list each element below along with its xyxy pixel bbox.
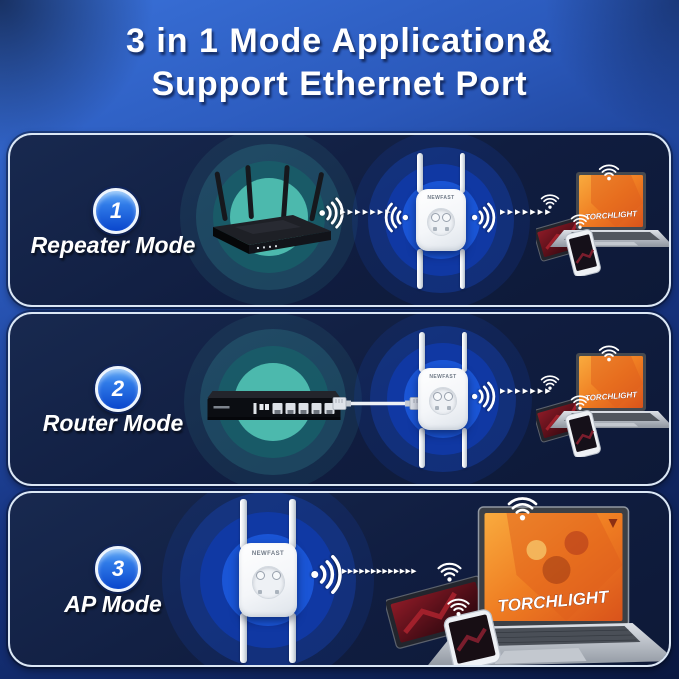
wifi-signal-right-icon <box>309 555 342 594</box>
step-badge-3: 3 <box>95 546 141 592</box>
mode-label-ap: AP Mode <box>64 591 162 617</box>
extender-led-panel-icon <box>429 387 457 415</box>
extender-antenna-icon <box>240 613 247 663</box>
extender-brand-label: NEWFAST <box>427 195 455 201</box>
extender-antenna-icon <box>461 332 467 372</box>
mode-label-repeater: Repeater Mode <box>30 232 196 258</box>
extender-antenna-icon <box>240 499 247 549</box>
mode-label-router: Router Mode <box>42 410 184 436</box>
extender-antenna-icon <box>461 428 467 468</box>
panel-ap-mode: 3 AP Mode NEWFAST ▸▸▸▸▸▸▸▸▸▸▸▸▸ <box>8 491 671 667</box>
flow-arrow-icon: ▸▸▸▸▸▸▸ <box>500 384 553 397</box>
extender-antenna-icon <box>419 428 425 468</box>
extender-antenna-icon <box>417 249 423 289</box>
page-title: 3 in 1 Mode Application& Support Etherne… <box>0 20 679 106</box>
panel-repeater-mode: 1 Repeater Mode ▸▸▸▸▸▸▸ <box>8 133 671 307</box>
flow-arrow-icon: ▸▸▸▸▸▸▸ <box>500 205 553 218</box>
laptop-screen-title: TORCHLIGHT <box>585 209 639 222</box>
extender-antenna-icon <box>289 499 296 549</box>
ethernet-cable <box>332 397 424 410</box>
wifi-signal-right-icon <box>470 202 496 233</box>
client-devices-group: TORCHLIGHT <box>536 345 669 457</box>
wifi-extender: NEWFAST <box>416 153 466 289</box>
phone-device <box>565 229 601 276</box>
step-badge-1: 1 <box>93 188 139 234</box>
extender-body: NEWFAST <box>239 543 297 617</box>
wifi-signal-right-icon <box>470 381 496 412</box>
wifi-extender: NEWFAST <box>239 499 297 663</box>
extender-antenna-icon <box>459 153 465 193</box>
flow-arrow-icon: ▸▸▸▸▸▸▸▸▸▸▸▸▸ <box>342 565 418 577</box>
extender-brand-label: NEWFAST <box>429 374 457 380</box>
extender-antenna-icon <box>459 249 465 289</box>
step-badge-2: 2 <box>95 366 141 412</box>
extender-led-panel-icon <box>427 208 455 236</box>
phone-device <box>443 609 501 665</box>
panel-router-mode: 2 Router Mode <box>8 312 671 486</box>
extender-led-panel-icon <box>251 566 285 599</box>
flow-arrow-icon: ▸▸▸▸▸▸▸ <box>340 205 393 218</box>
extender-brand-label: NEWFAST <box>251 551 285 557</box>
wifi-signal-up-icon <box>437 562 462 583</box>
wifi-router <box>213 165 331 254</box>
laptop-screen-title: TORCHLIGHT <box>585 390 639 403</box>
extender-body: NEWFAST <box>416 189 466 251</box>
extender-antenna-icon <box>289 613 296 663</box>
wifi-extender: NEWFAST <box>418 332 468 468</box>
phone-device <box>565 410 601 457</box>
wifi-signal-left-icon <box>384 202 410 233</box>
extender-body: NEWFAST <box>418 368 468 430</box>
extender-antenna-icon <box>417 153 423 193</box>
modem-device <box>207 391 341 420</box>
laptop-device: TORCHLIGHT <box>550 353 669 428</box>
client-devices-group: TORCHLIGHT <box>536 164 669 276</box>
title-line-2: Support Ethernet Port <box>151 65 528 103</box>
title-line-1: 3 in 1 Mode Application& <box>126 22 553 60</box>
client-devices-group: TORCHLIGHT <box>386 497 669 665</box>
extender-antenna-icon <box>419 332 425 372</box>
